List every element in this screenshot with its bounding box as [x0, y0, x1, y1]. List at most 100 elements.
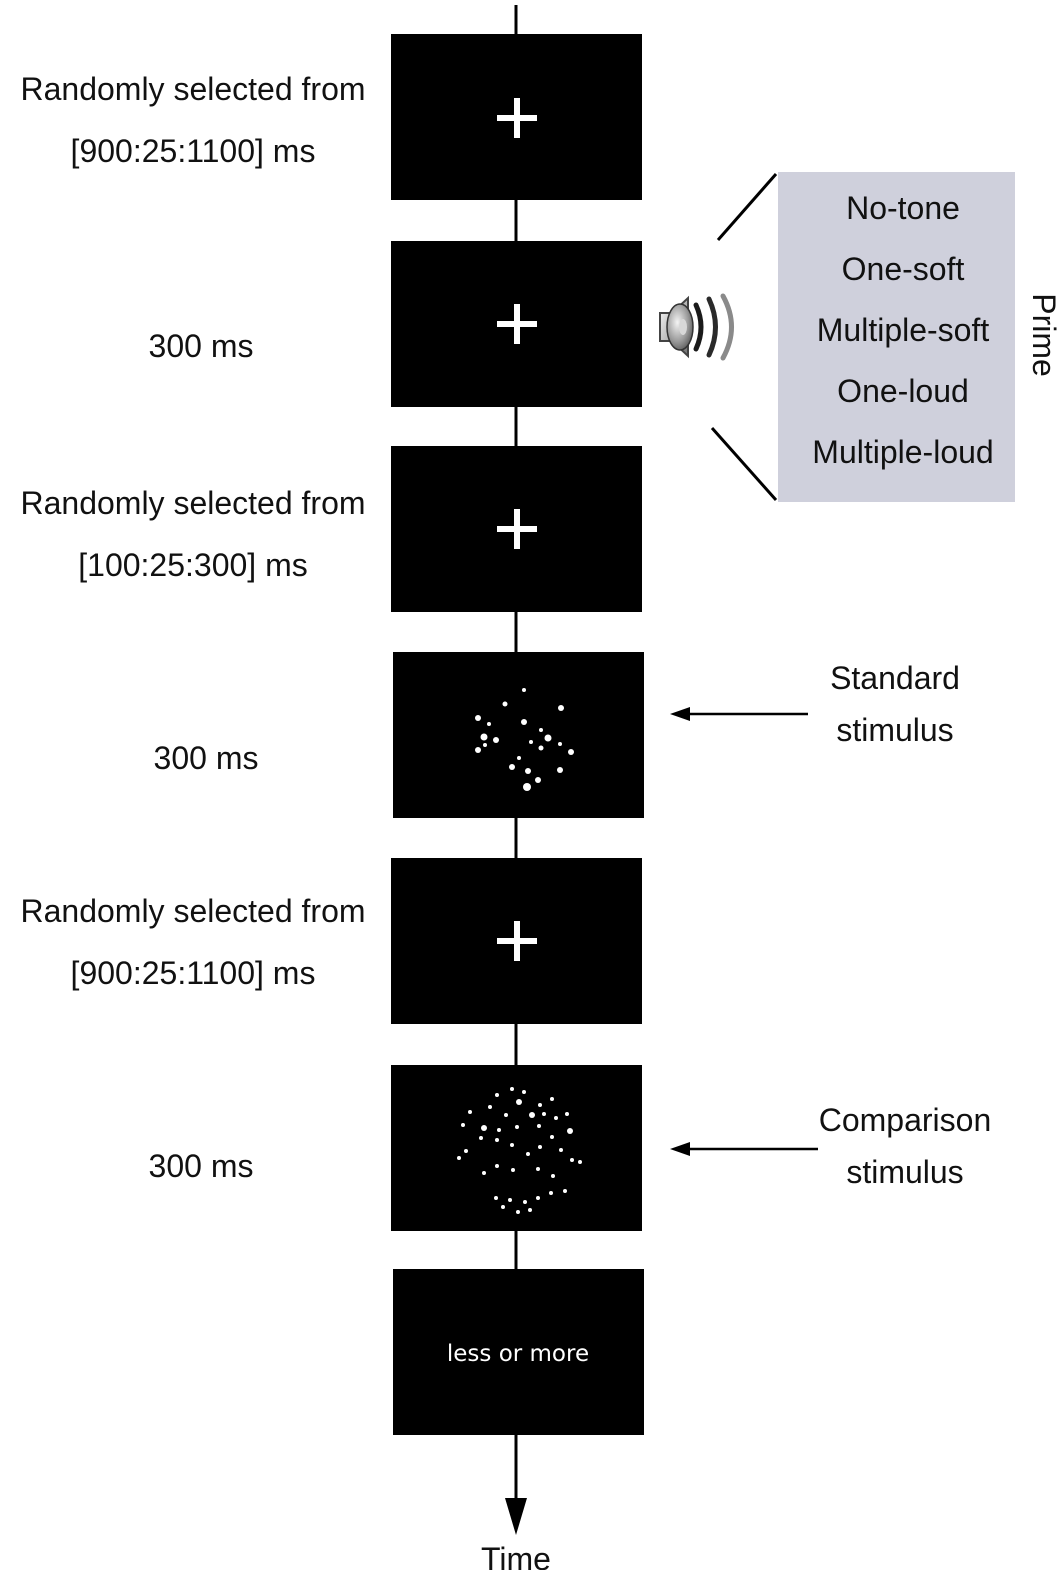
stimulus-dot [526, 1152, 530, 1156]
stimulus-dot [481, 1125, 487, 1131]
stimulus-dot [487, 722, 491, 726]
duration-label-fixation-3: Randomly selected from [900:25:1100] ms [0, 880, 386, 1004]
stimulus-dot [549, 1191, 553, 1195]
stimulus-dot [536, 1196, 540, 1200]
stimulus-dot [501, 1205, 505, 1209]
stimulus-dot [480, 733, 488, 741]
stimulus-dot [559, 1148, 563, 1152]
stimulus-dot [511, 1168, 515, 1172]
stimulus-dot [523, 1200, 527, 1204]
duration-line: Randomly selected from [20, 71, 366, 107]
duration-line: [900:25:1100] ms [70, 955, 316, 991]
annotation-line: stimulus [836, 712, 954, 748]
comparison-dot-array [457, 1087, 582, 1214]
stimulus-dot [536, 1167, 540, 1171]
stimulus-dot [567, 1128, 573, 1134]
stimulus-dot [544, 734, 552, 742]
stimulus-dot [517, 756, 521, 760]
fixation-cross-icon [514, 98, 520, 138]
frame-prime [391, 241, 642, 407]
stimulus-dot [522, 688, 526, 692]
duration-line: 300 ms [148, 1148, 254, 1184]
stimulus-dot [523, 783, 531, 791]
annotation-comparison: Comparison stimulus [790, 1094, 1020, 1198]
stimulus-dot [493, 737, 499, 743]
stimulus-dot [568, 749, 574, 755]
stimulus-dot [522, 1090, 526, 1094]
duration-line: 300 ms [148, 328, 254, 364]
prime-condition: Multiple-loud [812, 434, 993, 470]
stimulus-dot [495, 1164, 499, 1168]
stimulus-dot [538, 1145, 542, 1149]
stimulus-dot [521, 719, 527, 725]
frame-fixation-1 [391, 34, 642, 200]
standard-dot-array [475, 688, 574, 791]
stimulus-dot [502, 701, 508, 707]
prime-condition: One-soft [842, 251, 965, 287]
prime-condition-box [778, 172, 1015, 502]
standard-arrowhead [670, 707, 690, 721]
stimulus-dot [528, 1208, 532, 1212]
prime-condition: Multiple-soft [817, 312, 990, 348]
stimulus-dot [483, 743, 487, 747]
frame-standard [393, 652, 644, 818]
duration-label-comparison: 300 ms [0, 1135, 402, 1197]
fixation-cross-icon [514, 304, 520, 344]
stimulus-dot [475, 747, 481, 753]
stimulus-dot [558, 705, 564, 711]
prime-condition: One-loud [837, 373, 969, 409]
speaker-icon [659, 293, 734, 361]
fixation-cross-icon [514, 509, 520, 549]
stimulus-dot [542, 1112, 546, 1116]
stimulus-dot [529, 740, 533, 744]
time-axis-label: Time [481, 1541, 551, 1570]
duration-line: 300 ms [153, 740, 259, 776]
stimulus-dot [475, 715, 481, 721]
frame-fixation-2 [391, 446, 642, 612]
stimulus-dot [468, 1110, 472, 1114]
comparison-arrowhead [670, 1142, 690, 1156]
duration-label-fixation-2: Randomly selected from [100:25:300] ms [0, 472, 386, 596]
stimulus-dot [516, 1099, 522, 1105]
stimulus-dot [457, 1156, 461, 1160]
stimulus-dot [495, 1093, 499, 1097]
duration-label-fixation-1: Randomly selected from [900:25:1100] ms [0, 58, 386, 182]
timeline-arrowhead [505, 1498, 527, 1535]
stimulus-dot [508, 1198, 512, 1202]
stimulus-dot [504, 1113, 508, 1117]
stimulus-dot [578, 1160, 582, 1164]
stimulus-dot [497, 1128, 501, 1132]
prime-title: Prime [1026, 293, 1062, 377]
stimulus-dot [509, 764, 515, 770]
annotation-standard: Standard stimulus [780, 652, 1010, 756]
stimulus-dot [461, 1123, 465, 1127]
stimulus-dot [529, 1112, 535, 1118]
stimulus-dot [551, 1174, 555, 1178]
stimulus-dot [535, 777, 541, 783]
stimulus-dot [565, 1112, 569, 1116]
prime-condition: No-tone [846, 190, 960, 226]
response-prompt: less or more [447, 1341, 589, 1367]
frame-response: less or more [393, 1269, 644, 1435]
stimulus-dot [538, 745, 544, 751]
stimulus-dot [554, 1116, 558, 1120]
stimulus-dot [550, 1097, 554, 1101]
stimulus-dot [558, 742, 562, 746]
frame-fixation-3 [391, 858, 642, 1024]
frame-comparison [391, 1065, 642, 1231]
stimulus-dot [510, 1087, 514, 1091]
stimulus-dot [464, 1149, 468, 1153]
annotation-line: Comparison [818, 1102, 992, 1138]
stimulus-dot [488, 1105, 492, 1109]
stimulus-dot [563, 1189, 567, 1193]
stimulus-dot [516, 1210, 520, 1214]
stimulus-dot [479, 1136, 483, 1140]
prime-connector-bottom [710, 427, 778, 501]
stimulus-dot [510, 1143, 514, 1147]
duration-line: [900:25:1100] ms [70, 133, 316, 169]
stimulus-dot [495, 1138, 499, 1142]
stimulus-dot [525, 768, 531, 774]
duration-label-prime: 300 ms [0, 315, 402, 377]
prime-connector-top [716, 173, 778, 241]
